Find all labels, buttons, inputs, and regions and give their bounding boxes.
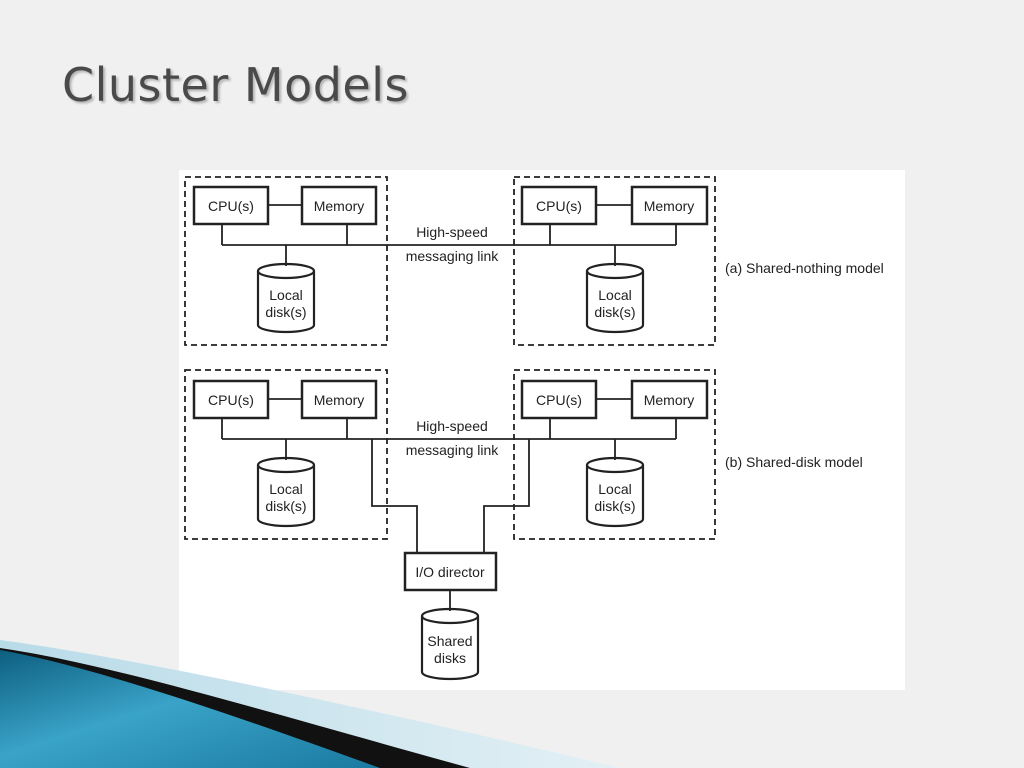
node-boundary (513, 369, 716, 540)
shared-disk-label: disks (434, 650, 466, 666)
cpu-label: CPU(s) (208, 198, 254, 214)
link-label: High-speed (416, 418, 488, 434)
local-disk-label: disk(s) (265, 498, 306, 514)
cpu-label: CPU(s) (536, 198, 582, 214)
io-connection-right (483, 439, 530, 553)
model-b-label: (b) Shared-disk model (725, 454, 863, 470)
memory-label: Memory (644, 198, 695, 214)
link-label: messaging link (406, 248, 500, 264)
local-disk-icon (585, 456, 645, 528)
local-disk-label: disk(s) (594, 498, 635, 514)
model-a-right-node: CPU(s) Memory Local disk(s) (513, 176, 716, 346)
shared-disk-icon (420, 607, 480, 681)
memory-label: Memory (314, 392, 365, 408)
local-disk-label: disk(s) (265, 304, 306, 320)
model-b-right-node: CPU(s) Memory Local disk(s) (513, 369, 716, 540)
local-disk-icon (256, 456, 316, 528)
link-label: High-speed (416, 224, 488, 240)
local-disk-label: Local (269, 481, 302, 497)
node-boundary (184, 176, 388, 346)
model-b-shared-disk: CPU(s) Memory Local disk(s) High-speed m… (184, 369, 863, 681)
io-director-label: I/O director (415, 564, 485, 580)
cluster-diagram: CPU(s) Memory Local disk(s) High-speed m… (179, 170, 905, 690)
local-disk-label: disk(s) (594, 304, 635, 320)
local-disk-label: Local (269, 287, 302, 303)
local-disk-icon (256, 262, 316, 334)
cpu-label: CPU(s) (536, 392, 582, 408)
local-disk-icon (585, 262, 645, 334)
corner-decoration (0, 640, 620, 768)
node-boundary (184, 369, 388, 540)
model-a-shared-nothing: CPU(s) Memory Local disk(s) High-speed m… (184, 176, 884, 346)
link-label: messaging link (406, 442, 500, 458)
cpu-label: CPU(s) (208, 392, 254, 408)
io-connection-left (371, 439, 418, 553)
model-a-left-node: CPU(s) Memory Local disk(s) (184, 176, 388, 346)
model-b-left-node: CPU(s) Memory Local disk(s) (184, 369, 388, 540)
local-disk-label: Local (598, 287, 631, 303)
model-a-label: (a) Shared-nothing model (725, 260, 884, 276)
memory-label: Memory (314, 198, 365, 214)
shared-disk-label: Shared (427, 633, 472, 649)
node-boundary (513, 176, 716, 346)
local-disk-label: Local (598, 481, 631, 497)
slide-title: Cluster Models (62, 58, 409, 112)
memory-label: Memory (644, 392, 695, 408)
